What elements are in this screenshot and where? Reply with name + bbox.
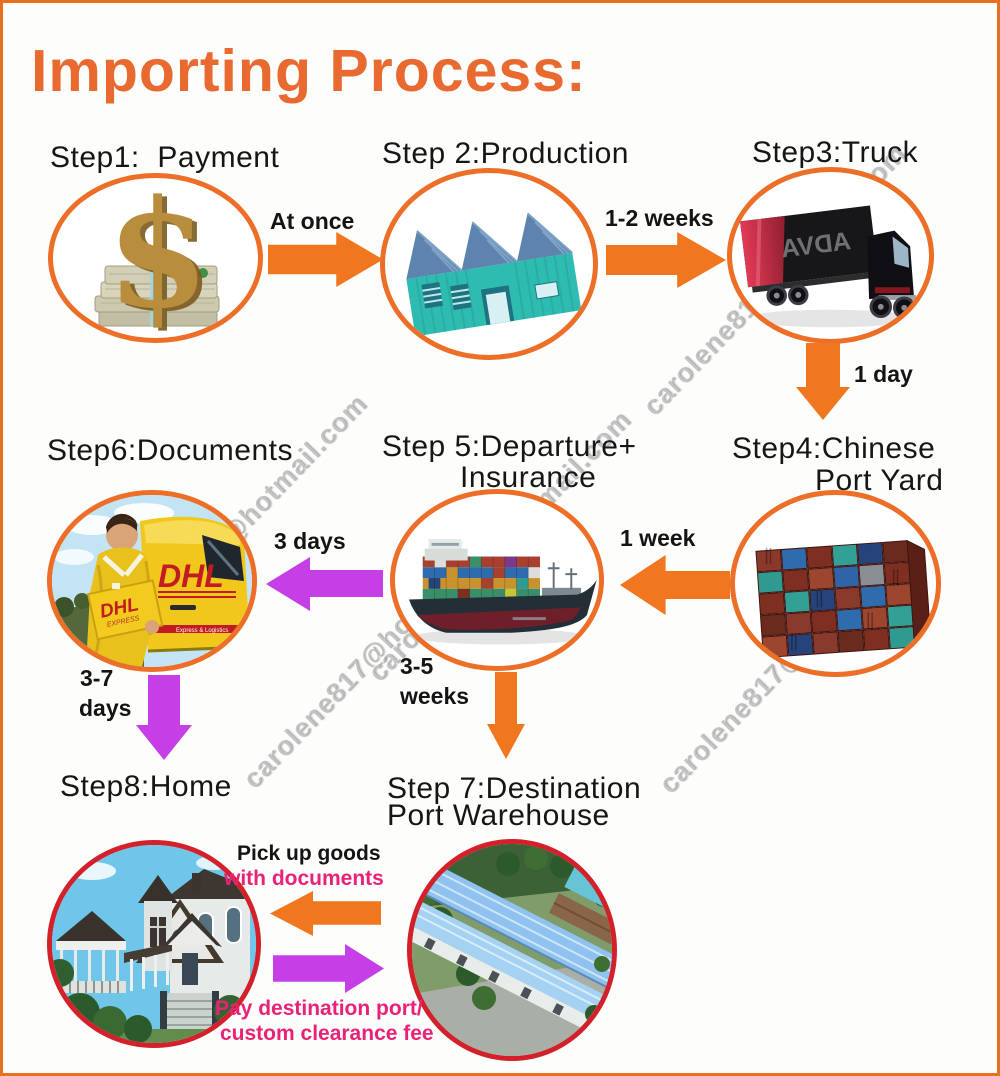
step3-label: Step3:Truck [752, 136, 919, 169]
dollar-sign: $ [107, 178, 210, 338]
ship-bow-deck [541, 562, 582, 598]
step5-label: Step 5:Departure+ [382, 430, 637, 463]
arrow-down-s3-s4 [795, 343, 851, 421]
note-pickup-line2: with documents [224, 867, 384, 890]
arrow-right-s8-s7 [273, 944, 385, 993]
step6-label: Step6:Documents [47, 434, 293, 467]
duration-3-7-days-line1: 3-7 [80, 665, 114, 691]
cargo-ship-icon [409, 538, 597, 645]
note-pickup-line1: Pick up goods [237, 842, 381, 865]
note-pay-line1: Pay destination port/ [215, 997, 423, 1020]
house-icon [52, 845, 256, 1043]
svg-text:$: $ [112, 178, 215, 338]
turret-roof [138, 875, 178, 903]
dhl-van: DHL Express & Logistics [140, 516, 251, 653]
step1-label: Step1: Payment [50, 141, 280, 174]
arrow-down-s6-s8 [135, 675, 193, 761]
step7-photo-warehouse [407, 839, 617, 1061]
step7-label: Step 7:Destination [387, 772, 642, 805]
warehouse-icon [412, 844, 612, 1056]
main-roof [160, 869, 254, 905]
duration-3-7-days-line2: days [79, 695, 132, 721]
bill-strap [150, 264, 167, 326]
truck-cab [867, 230, 916, 319]
factory-icon [406, 212, 582, 337]
step3-photo-truck: ADVA [727, 167, 934, 344]
step6-photo-dhl-courier: DHL Express & Logistics DHL EXPRESS [47, 490, 257, 672]
victorian-house [56, 869, 254, 1041]
truck-icon: ADVA [740, 205, 916, 328]
step1-photo-money: $ $ [48, 173, 263, 343]
step4-label: Step4:Chinese [732, 432, 936, 465]
courier-man: DHL EXPRESS [86, 513, 164, 667]
arrow-left-s5-s6 [264, 556, 383, 612]
containers-icon [755, 539, 933, 659]
warehouse-buildings [412, 862, 612, 1033]
step8-label: Step8:Home [60, 770, 232, 803]
duration-1-week: 1 week [620, 525, 696, 551]
porch-roof [124, 943, 172, 963]
step7-label-line2: Port Warehouse [387, 799, 610, 832]
note-pay-line2: custom clearance fee [220, 1022, 434, 1045]
step5-label-line2: Insurance [460, 461, 597, 494]
page-title: Importing Process: [31, 38, 587, 104]
svg-text:Express & Logistics: Express & Logistics [176, 628, 228, 634]
duration-1-day: 1 day [854, 361, 913, 387]
arrow-left-s7-s8 [268, 890, 381, 937]
step2-label: Step 2:Production [382, 137, 629, 170]
svg-text:DHL: DHL [158, 558, 224, 594]
gazebo-roof [56, 911, 126, 941]
front-door [182, 953, 198, 985]
factory-roof [406, 230, 462, 280]
step5-photo-ship [390, 489, 604, 671]
duration-1-2-weeks: 1-2 weeks [605, 205, 714, 231]
ship-superstructure [424, 538, 468, 561]
container-stack [755, 539, 933, 659]
dhl-courier-icon: DHL Express & Logistics DHL EXPRESS [52, 495, 252, 667]
duration-at-once: At once [270, 208, 355, 234]
dollar-cash-icon: $ $ [94, 178, 220, 338]
step8-photo-house [47, 840, 261, 1048]
duration-3-5-weeks-line1: 3-5 [400, 653, 434, 679]
arrow-right-s1-s2 [268, 231, 385, 288]
bill-seal [198, 268, 208, 278]
courier-head [106, 519, 138, 551]
arrow-left-s4-s5 [618, 554, 730, 616]
second-warehouse-roof [412, 901, 610, 1021]
arrow-right-s2-s3 [606, 231, 728, 289]
ship-containers [422, 556, 540, 600]
arched-window [225, 906, 242, 944]
duration-3-days: 3 days [274, 528, 346, 554]
arrow-down-s5-s7 [486, 672, 526, 760]
dhl-parcel-box: DHL EXPRESS [86, 579, 164, 641]
duration-3-5-weeks-line2: weeks [400, 683, 470, 709]
step4-photo-containers [730, 490, 941, 677]
truck-windshield [892, 236, 910, 268]
step2-photo-factory [380, 168, 598, 360]
